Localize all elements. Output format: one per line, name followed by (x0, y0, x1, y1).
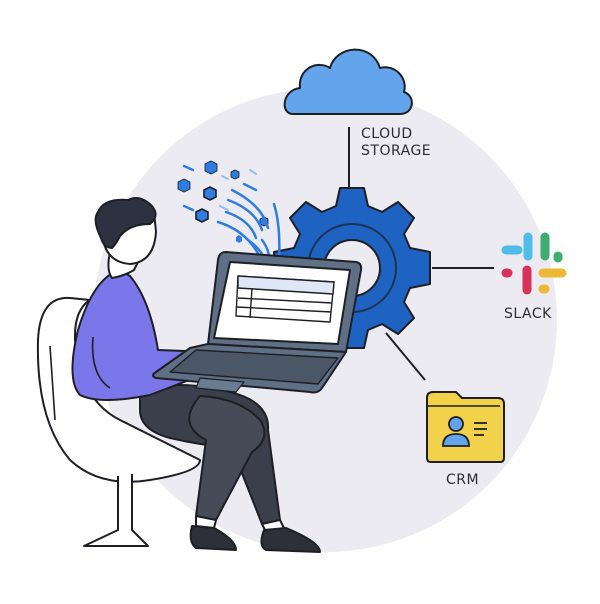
cloud-storage-label-line2: STORAGE (361, 143, 432, 159)
slack-label: SLACK (504, 306, 552, 322)
data-cube-icon (195, 208, 209, 223)
slack-logo-icon (501, 232, 567, 295)
data-cube-icon (230, 169, 240, 180)
data-cube-icon (203, 186, 217, 201)
crm-label: CRM (446, 472, 480, 488)
data-cube-icon (177, 178, 191, 193)
person-legs (139, 384, 321, 553)
data-stream (177, 160, 281, 280)
data-cube-icon (204, 160, 218, 175)
connector-lines (348, 127, 494, 381)
person-head (94, 197, 157, 279)
screen-table (235, 275, 335, 323)
cloud-icon (283, 48, 413, 115)
connector-crm (385, 332, 426, 381)
cloud-storage-label-line1: CLOUD (361, 126, 413, 142)
data-cube-icon (236, 235, 242, 243)
laptop (152, 251, 363, 394)
crm-folder-icon (426, 391, 505, 463)
cloud-storage-label: CLOUD STORAGE (361, 126, 431, 160)
